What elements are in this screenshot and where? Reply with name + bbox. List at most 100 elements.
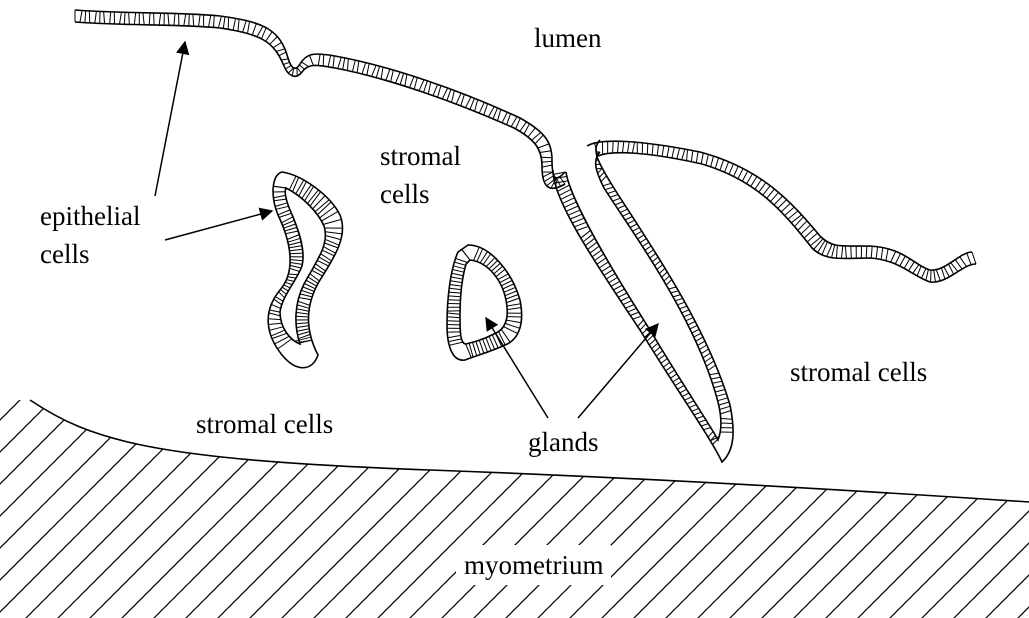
epithelial-cell-line xyxy=(543,172,553,177)
epithelial-cell-line xyxy=(214,16,215,28)
epithelial-cell-line xyxy=(538,144,549,148)
epithelial-cell-line xyxy=(321,254,332,261)
epithelial-cell-line xyxy=(670,374,677,378)
epithelial-cell-line xyxy=(134,13,135,25)
epithelial-cell-line xyxy=(675,382,682,386)
epithelial-cell-line xyxy=(687,401,694,404)
epithelial-cell-line xyxy=(279,52,286,56)
epithelial-cell-line xyxy=(967,253,971,265)
epithelial-cell-line xyxy=(542,161,552,162)
epithelial-cell-line xyxy=(611,281,620,286)
epithelial-cell-line xyxy=(564,202,576,208)
epithelial-cell-line xyxy=(609,278,618,283)
epithelial-cell-line xyxy=(708,431,713,437)
epithelial-cell-line xyxy=(871,246,872,258)
epithelial-cell-line xyxy=(300,294,312,297)
epithelial-cell-line xyxy=(273,186,286,188)
epithelial-cell-line xyxy=(673,295,681,297)
epithelial-cell-line xyxy=(814,239,823,250)
epithelial-cell-line xyxy=(936,270,940,281)
arrow-glands-to-elongated-gland xyxy=(578,324,658,418)
label-glands: glands xyxy=(528,422,599,462)
epithelial-cell-line xyxy=(524,124,530,134)
epithelial-cell-line xyxy=(561,194,573,200)
hatch-line xyxy=(164,360,444,618)
epithelial-cell-line xyxy=(623,141,624,152)
epithelial-cell-line xyxy=(602,266,611,272)
epithelial-cell-line xyxy=(701,153,703,164)
epithelial-cell-line xyxy=(618,206,626,209)
epithelial-cell-line xyxy=(372,65,377,76)
epithelial-cell-line xyxy=(540,151,551,153)
epithelial-cell-line xyxy=(301,62,308,67)
epithelial-cell-line xyxy=(671,291,679,293)
epithelial-cell-line xyxy=(704,428,711,430)
epithelial-cell-line xyxy=(273,42,282,47)
epithelial-cell-line xyxy=(677,302,685,305)
epithelial-cell-line xyxy=(755,180,762,190)
epithelial-cell-line xyxy=(666,280,672,286)
epithelial-cell-line xyxy=(708,365,716,371)
epithelial-cell-line xyxy=(698,341,705,345)
epithelial-cell-line xyxy=(845,246,846,259)
epithelial-cell-line xyxy=(452,91,455,103)
epithelial-cell-line xyxy=(716,394,726,397)
hatch-line xyxy=(964,360,1029,618)
epithelial-cell-line xyxy=(505,323,520,328)
epithelial-cell-line xyxy=(657,265,663,270)
epithelial-cell-line xyxy=(325,236,341,240)
surface-epithelium-right xyxy=(587,141,976,282)
epithelial-cell-line xyxy=(632,142,634,153)
epithelial-cell-line xyxy=(449,288,461,289)
epithelial-cell-line xyxy=(290,268,300,271)
gland-middle xyxy=(447,245,522,360)
hatch-line xyxy=(868,360,1029,618)
epithelial-cell-line xyxy=(542,165,552,167)
epithelial-cell-line xyxy=(618,141,619,153)
epithelial-cell-line xyxy=(453,266,465,269)
epithelial-cell-line xyxy=(763,186,770,195)
epithelial-cell-line xyxy=(505,291,517,296)
epithelial-cell-line xyxy=(680,306,688,309)
epithelial-cell-line xyxy=(473,342,477,356)
epithelial-cell-line xyxy=(288,274,298,275)
epithelial-cell-line xyxy=(669,287,677,289)
hatch-line xyxy=(708,360,988,618)
epithelial-cell-line xyxy=(143,13,144,25)
epithelial-cell-line xyxy=(597,258,606,264)
epithelial-cell-line xyxy=(559,189,571,195)
epithelial-cell-line xyxy=(285,282,292,284)
epithelial-cell-line xyxy=(895,254,900,264)
epithelial-cell-line xyxy=(395,72,400,83)
hatch-line xyxy=(932,360,1029,618)
epithelial-cell-line xyxy=(623,213,630,216)
epithelial-cell-line xyxy=(941,268,945,279)
epithelial-cell-line xyxy=(442,88,447,99)
epithelial-cell-line xyxy=(689,405,696,408)
epithelial-cell-line xyxy=(599,172,604,177)
epithelial-cell-line xyxy=(449,292,461,293)
epithelial-cell-line xyxy=(720,406,731,409)
epithelial-cell-line xyxy=(686,318,693,321)
epithelial-cell-line xyxy=(960,257,967,267)
epithelial-cell-line xyxy=(673,378,680,382)
epithelial-cell-line xyxy=(85,11,86,23)
epithelial-cell-line xyxy=(751,177,757,187)
epithelial-cell-line xyxy=(605,187,613,190)
epithelial-cell-line xyxy=(623,301,632,305)
epithelial-cell-line xyxy=(742,171,748,181)
epithelial-cell-line xyxy=(630,312,639,315)
gland-elongated xyxy=(553,140,733,462)
epithelial-cell-line xyxy=(909,262,915,271)
epithelial-cell-line xyxy=(290,265,301,268)
epithelial-cell-line xyxy=(297,329,309,332)
epithelial-cell-line xyxy=(274,199,286,201)
epithelial-cell-line xyxy=(261,28,266,39)
epithelial-cell-line xyxy=(616,289,625,294)
epithelial-cell-line xyxy=(282,287,288,291)
epithelial-cell-line xyxy=(290,249,303,250)
epithelial-cell-line xyxy=(645,246,651,250)
epithelial-cell-line xyxy=(289,242,302,245)
epithelial-cell-line xyxy=(447,317,460,318)
